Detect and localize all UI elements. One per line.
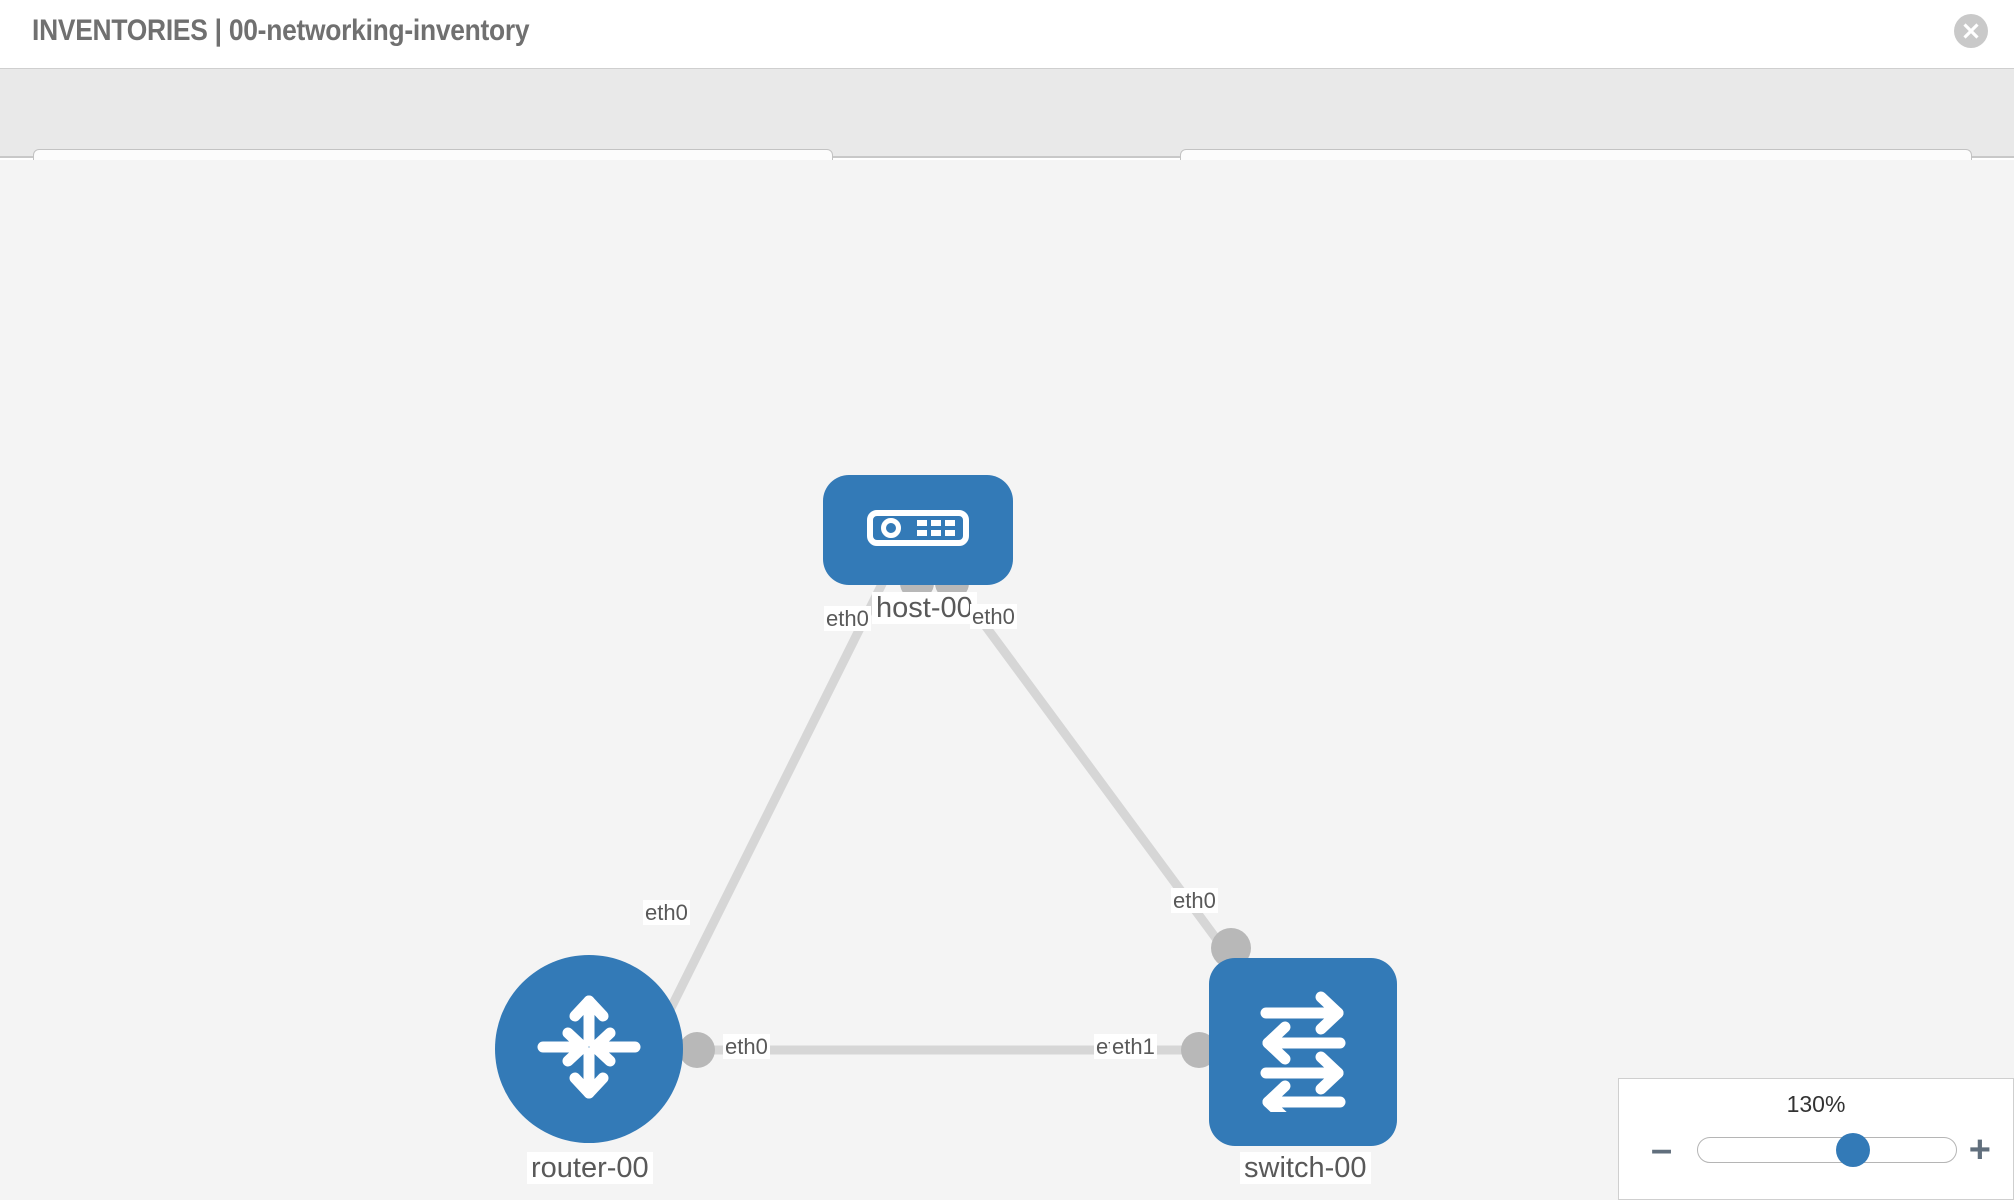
router-node-shape[interactable]	[495, 955, 683, 1143]
zoom-slider-thumb[interactable]	[1835, 1133, 1870, 1167]
page-title: INVENTORIES | 00-networking-inventory	[32, 14, 530, 47]
port-router-right[interactable]	[679, 1032, 715, 1068]
topology-canvas[interactable]: eth0 host-00 eth0	[0, 160, 2014, 1200]
switch-arrows-icon	[1241, 988, 1365, 1123]
zoom-level-label: 130%	[1786, 1091, 1846, 1117]
node-label-host-00: host-00	[872, 592, 977, 625]
host-node-shape[interactable]	[823, 475, 1013, 585]
link-host-router[interactable]	[660, 575, 890, 1023]
zoom-out-button[interactable]: –	[1651, 1129, 1673, 1171]
server-icon	[867, 504, 969, 557]
close-button[interactable]	[1954, 14, 1988, 48]
interface-label-router-right: eth0	[723, 1034, 770, 1060]
node-label-switch-00: switch-00	[1240, 1152, 1371, 1185]
page-header: INVENTORIES | 00-networking-inventory	[0, 0, 2014, 68]
interface-label-switch-left-eth1: eth1	[1110, 1034, 1157, 1060]
zoom-slider[interactable]	[1697, 1133, 1957, 1167]
zoom-control-panel: 130% – +	[1618, 1078, 2014, 1200]
interface-label-switch-up: eth0	[1171, 888, 1218, 914]
interface-label-host-left: eth0	[824, 606, 871, 632]
switch-node-shape[interactable]	[1209, 958, 1397, 1146]
interface-label-router-up: eth0	[643, 900, 690, 926]
zoom-in-button[interactable]: +	[1968, 1129, 1991, 1171]
interface-label-host-right: eth0	[970, 604, 1017, 630]
toolbar: ACTIONS SEARCH	[0, 68, 2014, 201]
router-arrows-icon	[531, 989, 647, 1110]
topology-links	[660, 575, 1236, 1055]
node-label-router-00: router-00	[527, 1152, 653, 1185]
